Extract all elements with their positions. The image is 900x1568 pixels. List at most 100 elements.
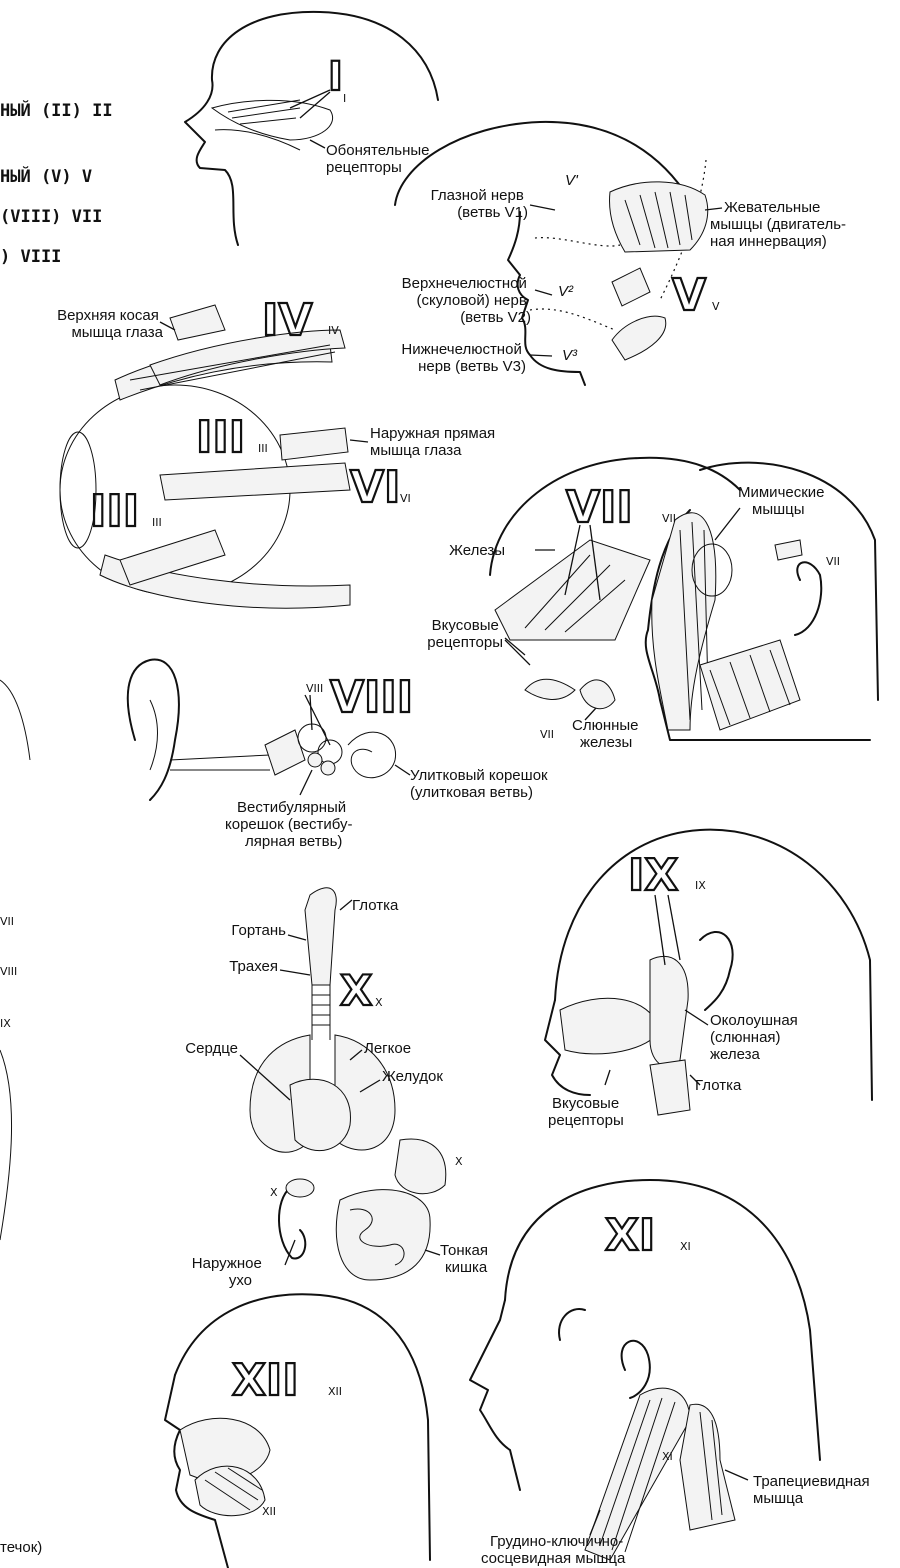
leader-intestine bbox=[425, 1250, 440, 1255]
parotid-gland bbox=[650, 956, 688, 1067]
facial-numeral: VII bbox=[566, 482, 633, 533]
label-glands: Железы bbox=[449, 542, 505, 559]
trigeminal-numeral: V bbox=[672, 270, 706, 321]
label-taste-glosso-line2: рецепторы bbox=[548, 1112, 624, 1129]
label-salivary: Слюнные железы bbox=[572, 717, 643, 751]
accessory-sub-2: XI bbox=[662, 1450, 673, 1463]
leader-mimic bbox=[715, 508, 740, 540]
olfactory-head-outline bbox=[185, 12, 438, 245]
ear-canal bbox=[170, 755, 270, 770]
label-masseter-line2: мышцы (двигатель- bbox=[710, 216, 846, 233]
eye-numeral-iv: IV bbox=[262, 295, 312, 346]
label-v3-line1: Нижнечелюстной bbox=[401, 341, 521, 358]
label-salivary-line2: железы bbox=[580, 734, 632, 751]
leader-v1 bbox=[530, 205, 555, 210]
olfactory-sub: I bbox=[343, 92, 346, 105]
eye-sub-iii-b: III bbox=[152, 516, 162, 529]
temporalis-block bbox=[612, 268, 650, 306]
olfactory-panel: I I Обонятельные рецепторы bbox=[185, 12, 438, 245]
label-pharynx-vagus: Глотка bbox=[352, 897, 399, 914]
stomach bbox=[395, 1139, 446, 1194]
label-mimic-line1: Мимические bbox=[738, 484, 825, 501]
vagus-sub-3: X bbox=[270, 1186, 278, 1199]
label-scm-line1: Грудино-ключично- bbox=[490, 1533, 623, 1550]
vagus-numeral: X bbox=[340, 966, 372, 1015]
label-ear-vagus-line2: ухо bbox=[229, 1272, 252, 1289]
label-oblique-line1: Верхняя косая bbox=[57, 307, 159, 324]
glosso-sub: IX bbox=[695, 879, 706, 892]
accessory-numeral: XI bbox=[605, 1210, 655, 1261]
salivary-glands bbox=[525, 679, 615, 708]
leader-rectus bbox=[350, 440, 368, 442]
cochlea bbox=[348, 732, 396, 778]
glosso-numeral-leader bbox=[655, 895, 680, 965]
label-taste-line2: рецепторы bbox=[427, 634, 503, 651]
glosso-ear bbox=[700, 932, 733, 1010]
eye-numeral-iii-b: III bbox=[90, 486, 139, 537]
hypoglossal-sub: XII bbox=[328, 1385, 342, 1398]
label-trapezius-line2: мышца bbox=[753, 1490, 804, 1507]
ear-numeral: VIII bbox=[330, 672, 413, 723]
jaw-muscle-block bbox=[612, 316, 666, 360]
glossopharyngeal-panel: IX IX Околоушная (слюнная) железа Глотка… bbox=[545, 830, 872, 1129]
label-masseter-line1: Жевательные bbox=[724, 199, 820, 216]
label-lung: Легкое bbox=[364, 1040, 411, 1057]
label-rectus: Наружная прямая мышца глаза bbox=[370, 425, 499, 459]
label-v2-line3: (ветвь V2) bbox=[460, 309, 531, 326]
middle-ear-bones bbox=[265, 730, 305, 775]
trochlea bbox=[170, 305, 225, 340]
label-rectus-line2: мышца глаза bbox=[370, 442, 462, 459]
label-cochlear-line1: Улитковый корешок bbox=[410, 767, 548, 784]
label-vestibular-line2: корешок (вестибу- bbox=[225, 816, 353, 833]
facial-sub-3: VII bbox=[826, 555, 840, 568]
label-v1-line1: Глазной нерв bbox=[431, 187, 524, 204]
olfactory-label-line1: Обонятельные bbox=[326, 142, 430, 159]
list-line-v: НЫЙ (V) V bbox=[0, 165, 92, 187]
label-v2: Верхнечелюстной (скуловой) нерв (ветвь V… bbox=[402, 275, 531, 326]
ear-numeral-leader bbox=[305, 695, 330, 745]
leader-trapezius bbox=[725, 1470, 748, 1480]
label-rectus-line1: Наружная прямая bbox=[370, 425, 495, 442]
left-crop-outline-2 bbox=[0, 1050, 12, 1240]
label-ear-vagus: Наружное ухо bbox=[192, 1255, 266, 1289]
vagus-panel: X X X X Глотка Гортань Трахея Сердце Лег… bbox=[185, 888, 492, 1289]
label-parotid-line3: железа bbox=[710, 1046, 761, 1063]
label-trachea: Трахея bbox=[229, 958, 278, 975]
vagus-sub: X bbox=[375, 996, 383, 1009]
label-intestine-line1: Тонкая bbox=[440, 1242, 488, 1259]
leader-v3 bbox=[530, 355, 552, 356]
label-v1: Глазной нерв (ветвь V1) bbox=[431, 187, 528, 221]
olfactory-numeral: I bbox=[328, 54, 343, 100]
leader-trachea bbox=[280, 970, 310, 975]
eye-sub-vi: VI bbox=[400, 492, 411, 505]
accessory-panel: XI XI XI Трапециевидная мышца Грудино-кл… bbox=[470, 1180, 874, 1567]
accessory-sub: XI bbox=[680, 1240, 691, 1253]
ear-nerve-fan bbox=[775, 540, 802, 560]
outer-ear-pinna bbox=[128, 660, 179, 800]
label-taste-glosso: Вкусовые рецепторы bbox=[548, 1095, 624, 1129]
vagus-sub-2: X bbox=[455, 1155, 463, 1168]
label-oblique-line2: мышца глаза bbox=[71, 324, 163, 341]
label-v3: Нижнечелюстной нерв (ветвь V3) bbox=[401, 341, 526, 375]
lateral-rectus-muscle bbox=[160, 463, 350, 500]
eye-sub-iii-a: III bbox=[258, 442, 268, 455]
label-v1-line2: (ветвь V1) bbox=[457, 204, 528, 221]
label-scm-line2: сосцевидная мышца bbox=[481, 1550, 626, 1567]
label-mimic: Мимические мышцы bbox=[738, 484, 829, 518]
label-oblique: Верхняя косая мышца глаза bbox=[57, 307, 164, 341]
label-v3-line2: нерв (ветвь V3) bbox=[418, 358, 526, 375]
vestibule-2 bbox=[321, 761, 335, 775]
oral-cavity bbox=[560, 998, 660, 1054]
facial-sub: VII bbox=[662, 512, 676, 525]
label-mimic-line2: мышцы bbox=[752, 501, 805, 518]
hypoglossal-sub-2: XII bbox=[262, 1505, 276, 1518]
label-taste: Вкусовые рецепторы bbox=[427, 617, 503, 651]
list-rn-ix: IX bbox=[0, 1017, 11, 1030]
leader-cochlear bbox=[395, 765, 410, 775]
label-cochlear: Улитковый корешок (улитковая ветвь) bbox=[410, 767, 552, 801]
label-v2-line2: (скуловой) нерв bbox=[417, 292, 527, 309]
leader-taste bbox=[505, 638, 530, 665]
label-pharynx-glosso: Глотка bbox=[695, 1077, 742, 1094]
left-crop-outline bbox=[0, 680, 30, 760]
